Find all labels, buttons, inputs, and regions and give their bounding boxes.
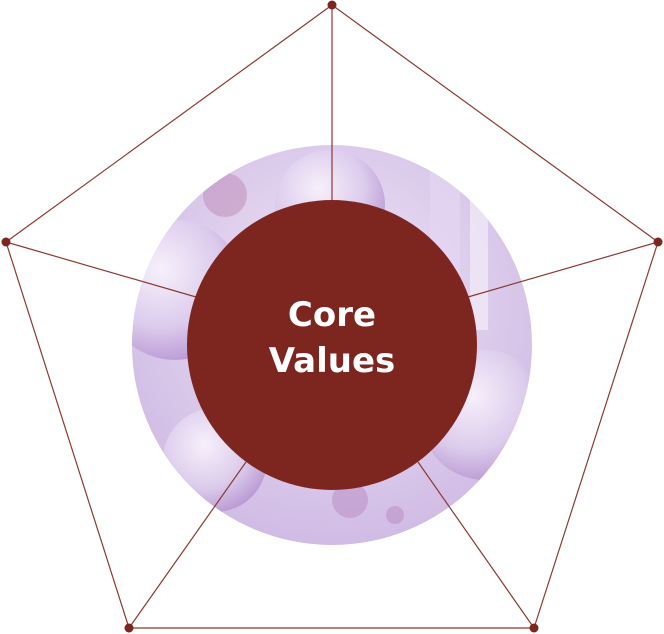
spoke-bottom-right	[417, 461, 535, 629]
vertex-dot-icon-right	[653, 237, 663, 247]
core-values-title: Core Values	[232, 292, 432, 384]
vertex-dot-icon-top	[327, 0, 337, 10]
pentagon-edge-left	[5, 4, 333, 243]
connector-lines	[5, 4, 659, 629]
pentagon-edge-bottom-left	[5, 241, 130, 629]
vertex-dot-icon-bottom-right	[529, 623, 539, 633]
vertex-dot-icon-left	[1, 237, 11, 247]
core-title-line-2: Values	[268, 341, 396, 381]
core-title-line-1: Core	[287, 295, 377, 335]
pentagon-edge-right	[533, 241, 659, 629]
pentagon-edge-top	[331, 4, 659, 243]
core-circle	[187, 200, 477, 490]
vertex-dot-icon-bottom-left	[124, 623, 134, 633]
spoke-left	[5, 241, 197, 298]
spoke-right	[467, 241, 659, 298]
spoke-bottom-left	[128, 461, 247, 629]
